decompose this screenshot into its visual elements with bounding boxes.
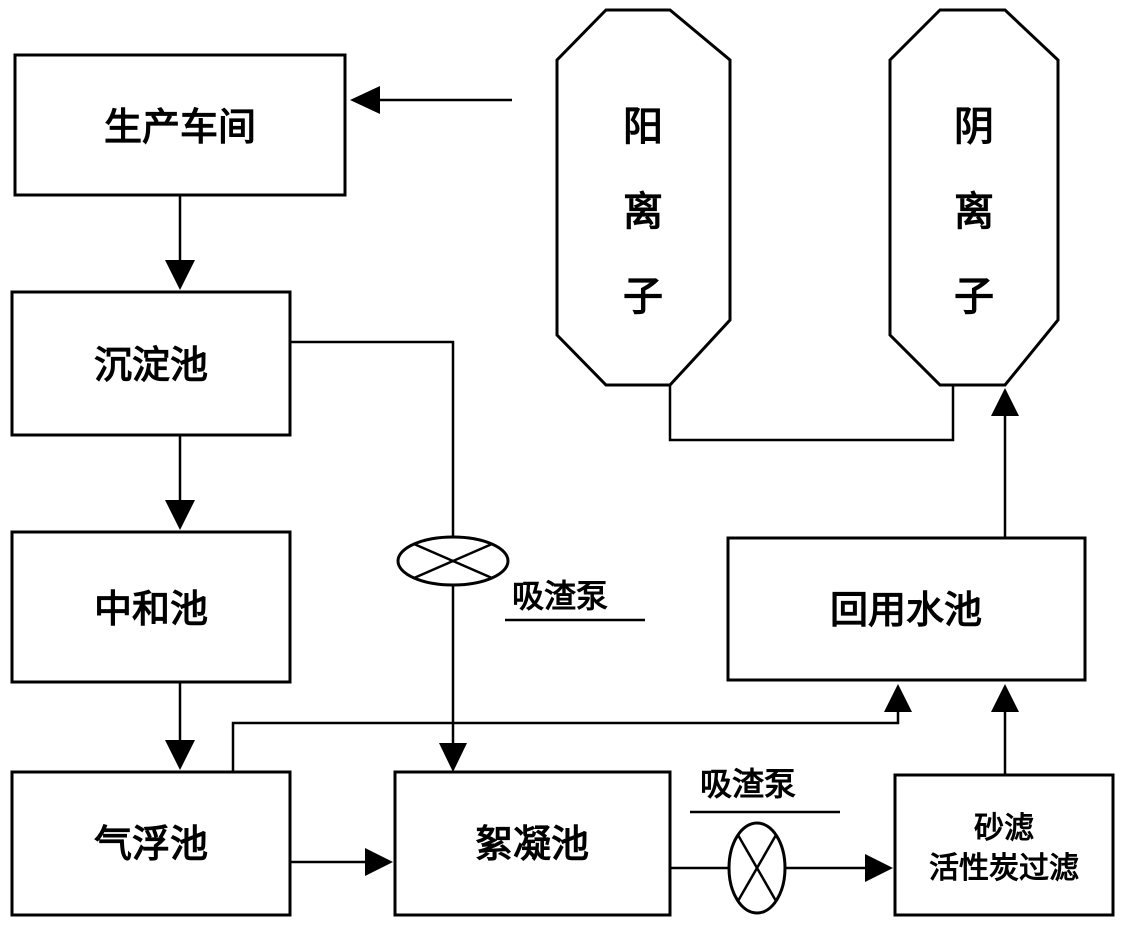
workshop-to-sedimentation-connector — [165, 195, 195, 290]
cation-exchange-tank: 阳 离 子 — [555, 8, 732, 387]
filter-node: 砂滤 活性炭过滤 — [893, 773, 1115, 917]
cation-tank-char-2: 离 — [623, 189, 663, 235]
flotation-node: 气浮池 — [10, 770, 292, 917]
flotation-label: 气浮池 — [94, 822, 208, 866]
anion-exchange-tank: 阴 离 子 — [888, 8, 1060, 387]
reuse-to-anion-connector — [991, 388, 1019, 538]
neutralization-label: 中和池 — [94, 587, 208, 631]
filter-label-carbon: 活性炭过滤 — [929, 851, 1079, 886]
reuse-pool-node: 回用水池 — [726, 536, 1087, 682]
sedimentation-label: 沉淀池 — [94, 343, 208, 387]
flotation-to-reuse-connector — [231, 684, 912, 772]
flotation-to-flocculation-connector — [290, 848, 393, 876]
flocculation-label: 絮凝池 — [475, 822, 589, 866]
neutralization-node: 中和池 — [10, 530, 292, 684]
flocculation-to-filter-connector — [670, 854, 893, 882]
filter-label-sand: 砂滤 — [974, 811, 1034, 846]
anion-tank-char-2: 离 — [954, 189, 994, 235]
workshop-label: 生产车间 — [104, 105, 256, 149]
filter-to-reuse-connector — [991, 684, 1019, 775]
lower-pump-label: 吸渣泵 — [700, 765, 796, 803]
upper-sludge-pump: 吸渣泵 — [396, 535, 645, 622]
sedimentation-to-neutralization-connector — [165, 435, 195, 530]
upper-pump-label: 吸渣泵 — [512, 577, 608, 615]
flocculation-node: 絮凝池 — [393, 770, 672, 917]
cation-tank-char-1: 阳 — [623, 104, 663, 150]
cation-tank-char-3: 子 — [623, 274, 663, 320]
reuse-pool-label: 回用水池 — [830, 588, 982, 632]
workshop-node: 生产车间 — [13, 53, 347, 197]
lower-sludge-pump: 吸渣泵 — [690, 765, 840, 915]
return-to-workshop-connector — [350, 86, 512, 114]
sedimentation-node: 沉淀池 — [10, 290, 292, 437]
neutralization-to-flotation-connector — [165, 682, 195, 770]
cation-to-anion-connector — [668, 385, 955, 442]
anion-tank-char-1: 阴 — [954, 104, 994, 150]
sedimentation-sludge-connector — [290, 340, 467, 772]
anion-tank-char-3: 子 — [954, 274, 994, 320]
